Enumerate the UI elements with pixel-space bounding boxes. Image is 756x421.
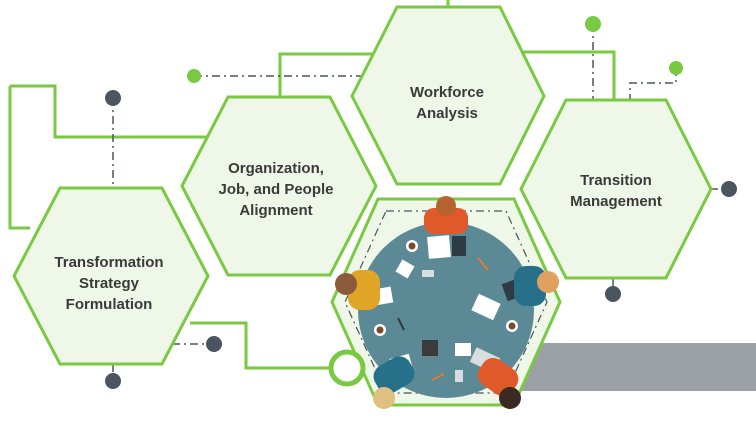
hex-label-organization: Organization, Job, and People Alignment bbox=[218, 160, 334, 219]
dot-dark-bottom-mid bbox=[206, 336, 222, 352]
coffee-cup-icon bbox=[376, 326, 384, 334]
dot-dark-bottom-left bbox=[105, 373, 121, 389]
person-icon bbox=[477, 357, 521, 409]
dot-green-top-left bbox=[187, 69, 201, 83]
hex-workforce bbox=[350, 5, 546, 186]
dot-dark-right-bottom bbox=[605, 286, 621, 302]
dot-green-far-right bbox=[669, 61, 683, 75]
coffee-cup-icon bbox=[408, 242, 416, 250]
dot-green-top-right bbox=[585, 16, 601, 32]
person-icon bbox=[335, 270, 380, 310]
meeting-table-illustration bbox=[335, 196, 559, 409]
connector-top-org bbox=[278, 52, 372, 97]
phone-icon bbox=[455, 370, 463, 382]
pen-icon bbox=[397, 317, 405, 331]
pen-icon bbox=[477, 257, 489, 271]
connector-right-top bbox=[521, 50, 616, 100]
person-icon bbox=[424, 196, 468, 234]
calculator-icon bbox=[422, 340, 438, 356]
dot-dark-left bbox=[105, 90, 121, 106]
phone-icon bbox=[422, 270, 434, 277]
ring-connector bbox=[328, 349, 366, 387]
person-icon bbox=[514, 266, 559, 306]
hex-label-transformation: Transformation Strategy Formulation bbox=[54, 254, 164, 313]
hex-label-workforce: Workforce Analysis bbox=[410, 84, 484, 122]
document-icon bbox=[395, 259, 415, 279]
hex-transition bbox=[519, 98, 713, 280]
hex-transformation bbox=[12, 186, 210, 366]
connector-left-outer bbox=[8, 86, 30, 230]
document-icon bbox=[427, 235, 451, 259]
pen-icon bbox=[431, 373, 445, 381]
hex-organization bbox=[180, 95, 378, 277]
connector-left-bracket bbox=[10, 84, 210, 139]
hex-label-transition: Transition Management bbox=[570, 172, 662, 210]
laptop-icon bbox=[452, 236, 466, 256]
connector-bottom bbox=[190, 321, 332, 370]
connector-dots bbox=[105, 16, 737, 389]
document-icon bbox=[455, 343, 471, 356]
dot-dark-right bbox=[721, 181, 737, 197]
person-icon bbox=[373, 356, 415, 409]
dashdot-right-corner bbox=[629, 68, 677, 100]
connector-lines bbox=[8, 0, 616, 370]
document-icon bbox=[471, 293, 501, 321]
gray-bar bbox=[515, 343, 756, 391]
coffee-cup-icon bbox=[508, 322, 516, 330]
